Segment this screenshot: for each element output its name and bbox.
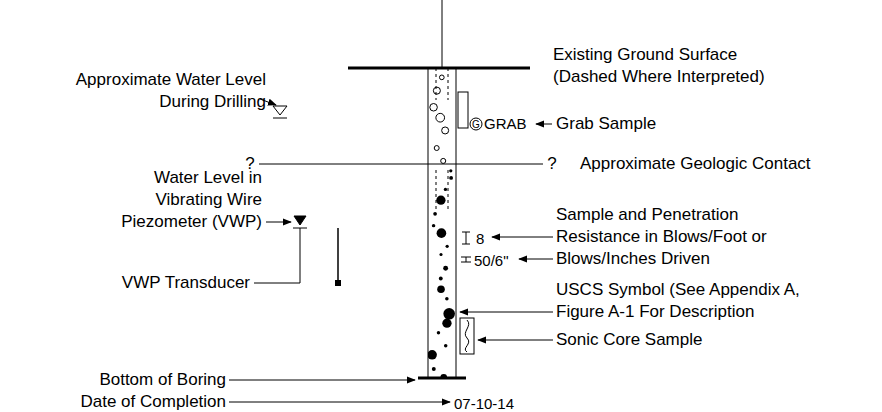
leader-arrow (229, 380, 415, 381)
grab-sample-box (458, 92, 468, 128)
contact-query: ? (547, 153, 556, 175)
bottom-of-boring-line (418, 377, 466, 380)
gravel-mark (442, 127, 449, 134)
gravel-mark (444, 188, 447, 191)
boring-column (428, 68, 456, 378)
gravel-mark (443, 308, 455, 320)
bottom-of-boring-label: Bottom of Boring (99, 369, 226, 391)
leader-arrow (519, 259, 553, 260)
gravel-mark (432, 224, 435, 227)
gravel-mark (441, 158, 446, 163)
sonic-core-box (460, 318, 474, 354)
water-level-label: Approximate Water Level During Drilling (26, 69, 266, 113)
vwp-cable (337, 228, 339, 280)
gravel-mark (443, 266, 448, 271)
sample-symbol (461, 257, 471, 262)
uscs-line (436, 170, 437, 210)
gravel-mark (444, 344, 448, 348)
gravel-mark (439, 253, 442, 256)
gravel-mark (428, 350, 437, 360)
leader-arrow (266, 222, 291, 223)
date-label: Date of Completion (80, 391, 226, 412)
water-level-symbol (273, 106, 287, 115)
vwp-standpipe (300, 228, 301, 283)
leader-arrow (478, 340, 553, 341)
uscs-line (436, 68, 437, 100)
gravel-mark (437, 285, 445, 293)
gravel-mark (439, 277, 443, 281)
blow-count: 50/6" (474, 251, 509, 270)
grab-tag: GRAB (484, 114, 527, 133)
grab-circle-letter: G (472, 118, 480, 132)
vwp-transducer (335, 280, 341, 286)
gravel-mark (437, 228, 447, 238)
ground-surface-line (348, 67, 530, 70)
leader-line (254, 283, 300, 284)
gravel-mark (439, 75, 444, 80)
leader-arrow (492, 237, 553, 238)
geologic-contact-line (259, 164, 543, 165)
leader-arrow (229, 402, 450, 403)
uscs-label: USCS Symbol (See Appendix A, Figure A-1 … (556, 279, 816, 323)
gravel-mark (430, 104, 438, 112)
gravel-mark (434, 146, 439, 151)
blow-count: 8 (476, 229, 484, 248)
leader-arrow (460, 312, 553, 313)
gravel-mark (433, 212, 437, 216)
uscs-line (448, 68, 449, 100)
vwp-water-level-label: Water Level in Vibrating Wire Piezometer… (112, 167, 262, 233)
gravel-mark (445, 297, 449, 301)
completion-date: 07-10-14 (454, 394, 514, 412)
geologic-contact-label: Approximate Geologic Contact (580, 153, 811, 175)
gravel-mark (436, 113, 445, 122)
gravel-mark (433, 87, 440, 94)
uscs-line (448, 170, 449, 210)
gravel-mark (437, 331, 440, 334)
water-level-symbol (273, 118, 287, 119)
vwp-transducer-label: VWP Transducer (122, 272, 250, 294)
sample-symbol (462, 232, 470, 244)
vwp-water-level-symbol (294, 216, 306, 225)
gravel-mark (436, 196, 445, 205)
gravel-mark (449, 169, 452, 172)
sample-label: Sample and Penetration Resistance in Blo… (556, 204, 806, 270)
gravel-mark (432, 367, 436, 371)
grab-sample-label: Grab Sample (556, 113, 656, 135)
gravel-mark (442, 319, 451, 328)
gravel-mark (449, 176, 453, 180)
sonic-core-label: Sonic Core Sample (556, 329, 702, 351)
ground-surface-label: Existing Ground Surface (Dashed Where In… (553, 44, 793, 88)
leader-arrow (536, 124, 552, 125)
sonic-core-wave (465, 320, 468, 352)
boring-axis (442, 0, 443, 68)
gravel-mark (446, 245, 449, 248)
uscs-pattern (428, 68, 455, 378)
